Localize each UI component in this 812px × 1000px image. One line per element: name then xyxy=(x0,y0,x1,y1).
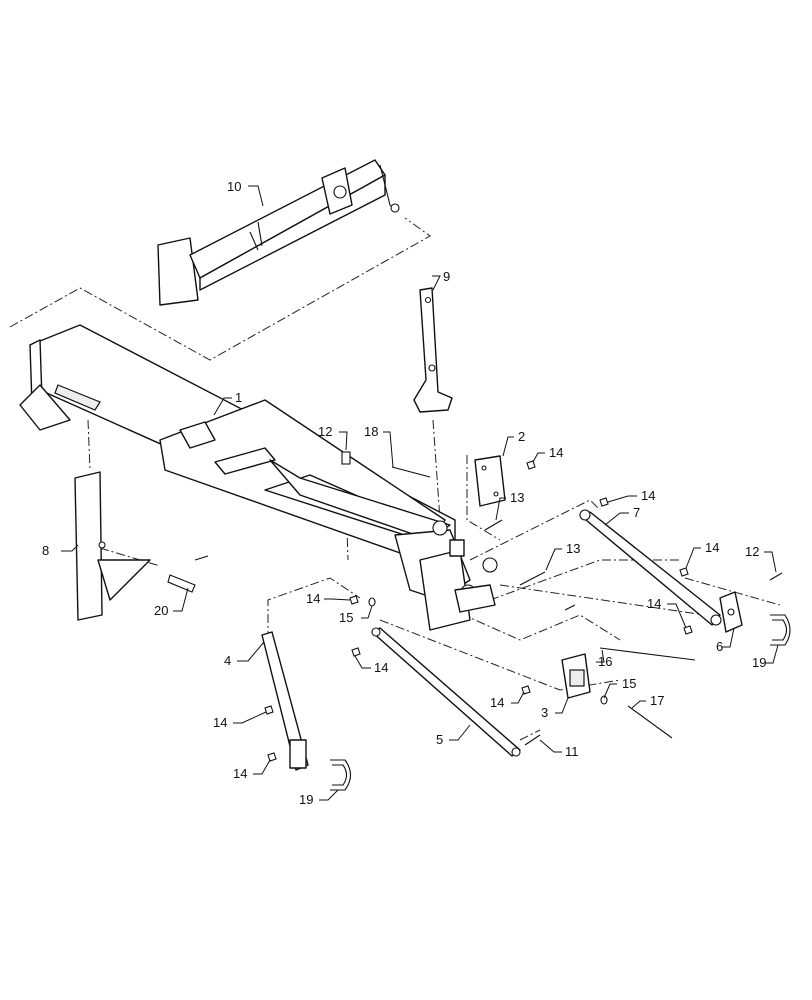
part-4-arm xyxy=(261,631,309,771)
callout-1: 1 xyxy=(235,390,242,405)
callout-14-plate: 14 xyxy=(549,445,563,460)
part-19-u-bolt-right xyxy=(770,614,791,646)
part-3-block xyxy=(561,653,591,699)
part-6-clamp xyxy=(719,591,743,633)
callout-9: 9 xyxy=(443,269,450,284)
callout-4: 4 xyxy=(224,653,231,668)
callout-19-left: 19 xyxy=(299,792,313,807)
part-2-plate xyxy=(474,455,506,507)
leader-lines xyxy=(61,185,779,801)
callout-18: 18 xyxy=(364,424,378,439)
callout-16: 16 xyxy=(598,654,612,669)
callout-10: 10 xyxy=(227,179,241,194)
callout-13-lower: 13 xyxy=(566,541,580,556)
callout-6: 6 xyxy=(716,639,723,654)
callout-14-arm-lower: 14 xyxy=(233,766,247,781)
part-20-pin xyxy=(167,555,209,593)
part-7-link xyxy=(579,509,722,626)
callout-14-block: 14 xyxy=(490,695,504,710)
callout-15-center: 15 xyxy=(339,610,353,625)
callout-5: 5 xyxy=(436,732,443,747)
callout-14-center: 14 xyxy=(306,591,320,606)
callout-2: 2 xyxy=(518,429,525,444)
callout-14-link-upper: 14 xyxy=(641,488,655,503)
callout-13-upper: 13 xyxy=(510,490,524,505)
callout-14-right-upper: 14 xyxy=(705,540,719,555)
callout-7: 7 xyxy=(633,505,640,520)
part-9-bracket xyxy=(413,287,453,413)
callout-8: 8 xyxy=(42,543,49,558)
part-1-main-frame xyxy=(19,324,498,631)
part-8-stand xyxy=(74,471,151,621)
callout-14-lower-center: 14 xyxy=(374,660,388,675)
fasteners xyxy=(264,451,783,762)
callout-labels: 10 9 1 2 12 18 14 13 14 7 13 14 12 14 6 … xyxy=(42,179,766,807)
callout-20: 20 xyxy=(154,603,168,618)
callout-15-right: 15 xyxy=(622,676,636,691)
alignment-lines xyxy=(9,217,781,741)
part-10-tube-assembly xyxy=(157,159,400,306)
callout-14-arm-upper: 14 xyxy=(213,715,227,730)
callout-12-top: 12 xyxy=(318,424,332,439)
callout-12-right: 12 xyxy=(745,544,759,559)
callout-14-right-lower: 14 xyxy=(647,596,661,611)
part-5-link xyxy=(371,627,521,757)
part-19-u-bolt-left xyxy=(330,759,352,791)
callout-3: 3 xyxy=(541,705,548,720)
callout-17: 17 xyxy=(650,693,664,708)
callout-11: 11 xyxy=(565,744,579,759)
callout-19-right: 19 xyxy=(752,655,766,670)
